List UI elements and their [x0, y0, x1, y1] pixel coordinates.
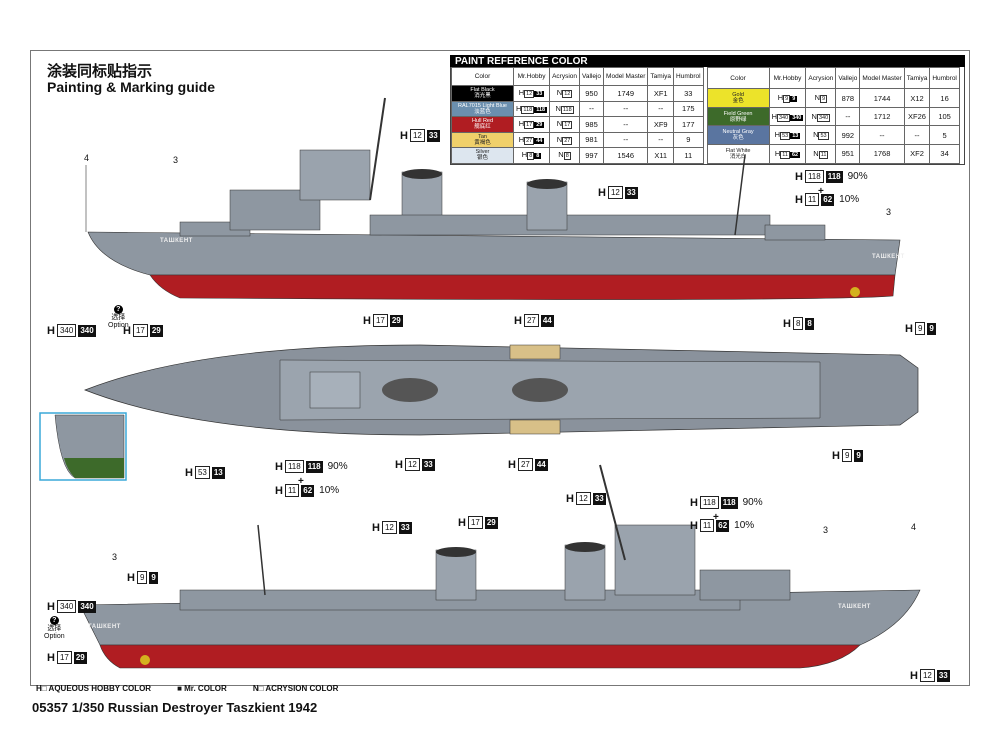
decal-number: 4	[911, 522, 917, 532]
mix-plus: +	[298, 476, 304, 487]
legend: H□ AQUEOUS HOBBY COLOR ■ Mr. COLOR N□ AC…	[36, 684, 339, 693]
option-bow-detail	[39, 412, 127, 481]
tamiya-cell: XF2	[903, 143, 931, 164]
decal-number: 4	[84, 153, 90, 163]
column-header: Model Master	[603, 67, 649, 86]
column-header: Model Master	[859, 66, 905, 90]
hull-name-bottom-bow: ТАШКЕНТ	[838, 604, 871, 610]
column-header: Tamiya	[647, 67, 675, 86]
ship-side-view-top	[85, 97, 901, 300]
humbrol-cell: 33	[673, 85, 704, 102]
mix-plus: +	[713, 512, 719, 523]
paint-table-title: PAINT REFERENCE COLOR	[450, 55, 965, 67]
column-header: Mr.Hobby	[512, 67, 551, 86]
hull-name-top-bow: ТАШКЕНТ	[872, 254, 905, 260]
decal-number: 3	[886, 207, 892, 217]
hull-name-bottom: ТАШКЕНТ	[88, 624, 121, 630]
page-frame	[30, 50, 970, 686]
humbrol-cell: 11	[673, 147, 704, 164]
page-title: Painting & Marking guide	[47, 79, 216, 95]
footer-title: 05357 1/350 Russian Destroyer Taszkient …	[32, 700, 318, 715]
hull-name-top: ТАШКЕНТ	[160, 238, 193, 244]
model-master-cell: 1768	[859, 143, 905, 164]
column-header: Humbrol	[673, 67, 704, 86]
column-header: Tamiya	[903, 66, 931, 90]
model-master-cell: 1546	[603, 147, 649, 164]
mix-plus: +	[818, 186, 824, 197]
model-master-cell: 1744	[859, 88, 905, 108]
column-header: Humbrol	[929, 66, 960, 90]
humbrol-cell: 34	[929, 143, 960, 164]
column-header: Color	[706, 66, 770, 90]
decal-number: 3	[823, 525, 829, 535]
title-chinese: 涂装同标贴指示	[47, 63, 153, 80]
ship-side-view-bottom	[79, 464, 921, 669]
decal-number: 3	[173, 155, 179, 165]
ship-top-view	[84, 344, 919, 436]
decal-number: 3	[112, 552, 118, 562]
